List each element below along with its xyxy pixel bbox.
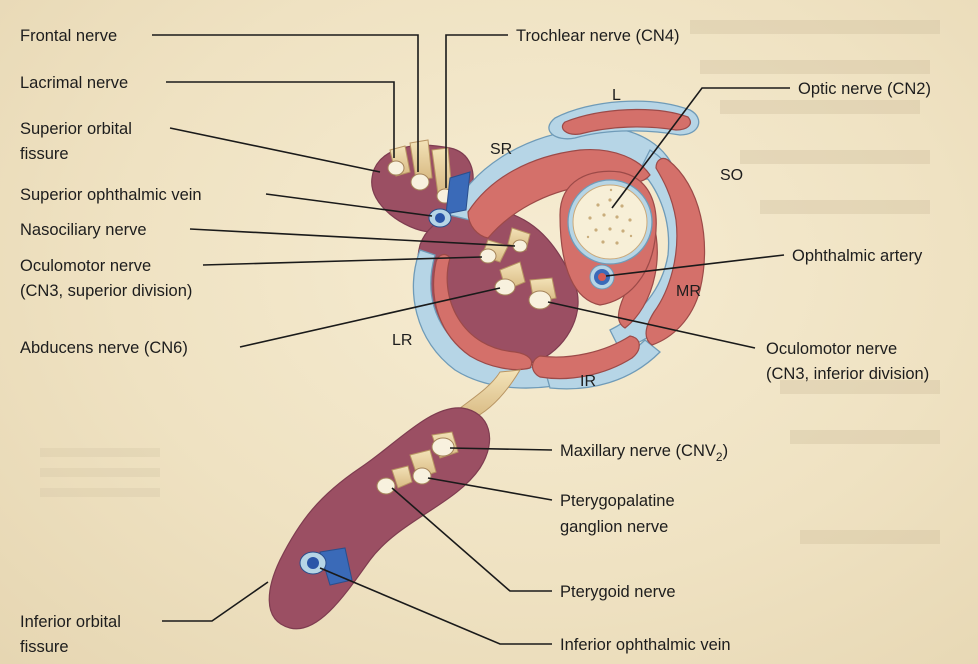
label-nasociliary-nerve: Nasociliary nerve	[20, 221, 147, 239]
optic-nerve-shape	[573, 185, 647, 259]
label-inferior-orbital-fissure-line1: Inferior orbital	[20, 613, 121, 631]
label-pterygopalatine-line1: Pterygopalatine	[560, 492, 675, 510]
label-oculomotor-superior-line2: (CN3, superior division)	[20, 282, 192, 300]
pterygoid-nerve-shape	[377, 478, 395, 494]
label-oculomotor-inferior-line1: Oculomotor nerve	[766, 340, 897, 358]
muscle-label-L: L	[612, 87, 621, 104]
lacrimal-nerve-shape	[388, 161, 404, 175]
label-maxillary-nerve: Maxillary nerve (CNV2)	[560, 442, 728, 464]
muscle-label-SR: SR	[490, 141, 512, 158]
label-superior-orbital-fissure-line2: fissure	[20, 145, 69, 163]
muscle-label-SO: SO	[720, 167, 743, 184]
label-pterygopalatine-line2: ganglion nerve	[560, 518, 668, 536]
label-abducens-nerve: Abducens nerve (CN6)	[20, 339, 188, 357]
label-oculomotor-superior-line1: Oculomotor nerve	[20, 257, 151, 275]
label-trochlear-nerve: Trochlear nerve (CN4)	[516, 27, 680, 45]
inferior-orbital-fissure-shape	[269, 408, 489, 629]
label-superior-orbital-fissure-line1: Superior orbital	[20, 120, 132, 138]
muscle-label-IR: IR	[580, 373, 596, 390]
muscle-label-MR: MR	[676, 283, 701, 300]
muscle-label-LR: LR	[392, 332, 412, 349]
label-ophthalmic-artery: Ophthalmic artery	[792, 247, 923, 265]
maxillary-nerve-shape	[432, 438, 454, 456]
frontal-nerve-shape	[411, 174, 429, 190]
oculomotor-inferior-shape	[529, 291, 551, 309]
label-superior-ophthalmic-vein: Superior ophthalmic vein	[20, 186, 202, 204]
label-oculomotor-inferior-line2: (CN3, inferior division)	[766, 365, 929, 383]
abducens-nerve-shape	[495, 279, 515, 295]
label-optic-nerve: Optic nerve (CN2)	[798, 80, 931, 98]
label-maxillary-close: )	[723, 442, 729, 460]
oculomotor-superior-shape	[480, 249, 496, 263]
label-inferior-ophthalmic-vein: Inferior ophthalmic vein	[560, 636, 731, 654]
pterygopalatine-nerve-shape	[413, 468, 431, 484]
label-lacrimal-nerve: Lacrimal nerve	[20, 74, 128, 92]
nasociliary-nerve-shape	[513, 240, 527, 252]
label-inferior-orbital-fissure-line2: fissure	[20, 638, 69, 656]
label-pterygoid-nerve: Pterygoid nerve	[560, 583, 676, 601]
label-maxillary-base: Maxillary nerve (CNV	[560, 442, 716, 460]
label-frontal-nerve: Frontal nerve	[20, 27, 117, 45]
